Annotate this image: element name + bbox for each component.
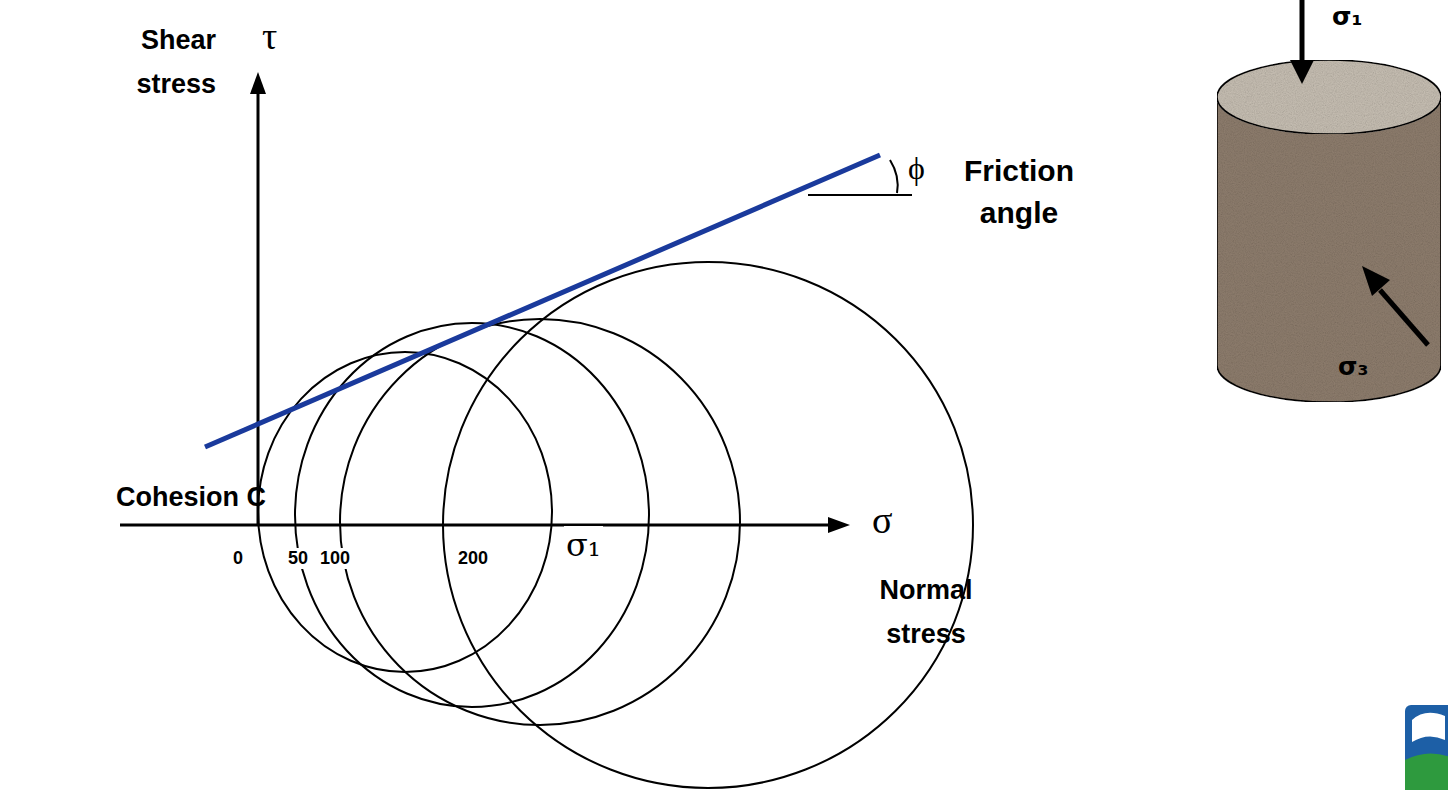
stress-label: σ₁: [1332, 2, 1362, 31]
axis-title: Normal stress: [862, 568, 990, 656]
tick-label: 50: [286, 548, 310, 569]
normal-axis: [120, 524, 832, 527]
confining-arrow: [1380, 290, 1428, 345]
stress-symbol: σ₁: [564, 526, 603, 564]
axis-symbol: τ: [262, 14, 277, 58]
reference-line: [808, 194, 912, 196]
load-arrow: [1300, 0, 1305, 62]
tick-label: 0: [231, 548, 245, 569]
confining-arrowhead: [1362, 266, 1390, 296]
cohesion-label: Cohesion C: [116, 482, 266, 513]
axis-title: Shear stress: [132, 18, 216, 106]
tick-label: 200: [456, 548, 490, 569]
angle-arc: [890, 160, 898, 193]
shear-axis: [257, 88, 260, 525]
stress-label: σ₃: [1338, 352, 1368, 381]
angle-symbol: ϕ: [908, 150, 925, 187]
logo: [1405, 705, 1448, 790]
mohr-circle: [340, 319, 740, 725]
mohr-circle: [295, 323, 649, 707]
mohr-circle: [258, 352, 552, 672]
axis-arrowhead: [828, 517, 850, 533]
axis-arrowhead: [250, 72, 266, 94]
mohr-circle: [443, 262, 973, 788]
load-arrowhead: [1290, 60, 1314, 84]
angle-name: Friction angle: [930, 150, 1108, 234]
axis-symbol: σ: [872, 498, 892, 542]
tick-label: 100: [318, 548, 352, 569]
soil-specimen: [1217, 60, 1441, 402]
failure-envelope: [205, 155, 880, 447]
